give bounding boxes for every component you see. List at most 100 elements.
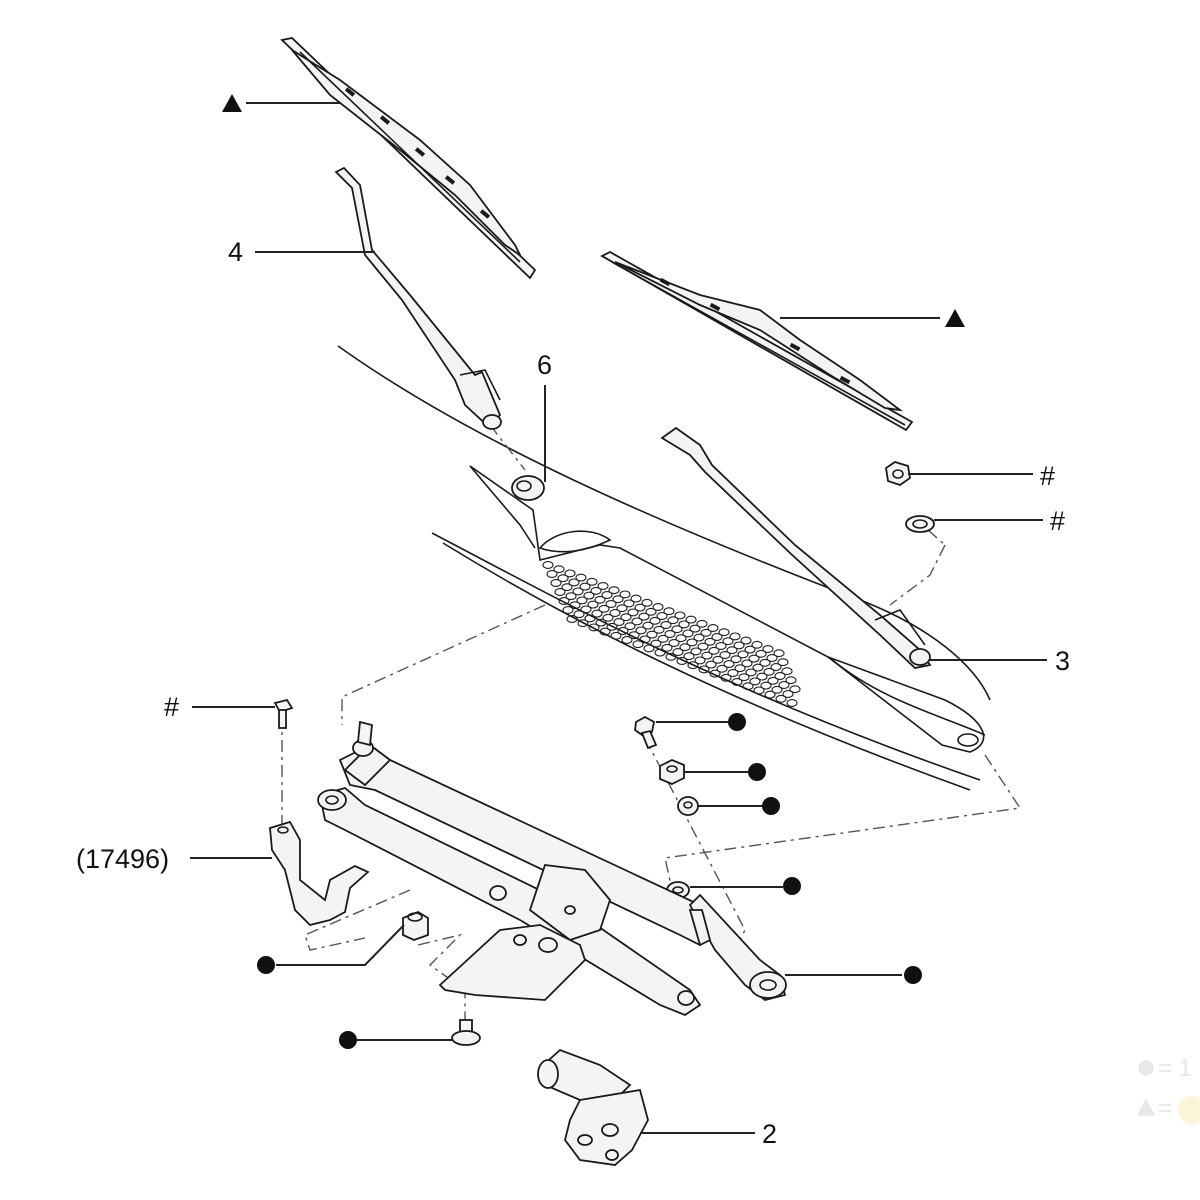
grille-vent — [708, 646, 720, 655]
grille-vent — [753, 686, 765, 695]
callout-bracket: (17496) — [76, 844, 169, 874]
grille-vent — [679, 643, 691, 652]
bolt-left — [273, 698, 294, 729]
pivot-cap — [511, 475, 545, 501]
grille-vent — [777, 658, 789, 667]
grille-vent — [771, 685, 783, 694]
grille-vent — [729, 632, 741, 641]
nut-top — [885, 461, 911, 486]
callout-nut-top: # — [1040, 461, 1055, 491]
bolt-mid — [634, 715, 658, 750]
grille-vent — [553, 565, 565, 574]
grille-vent — [755, 649, 767, 658]
grille-vent — [668, 639, 680, 647]
grille-vent — [661, 643, 673, 652]
grille-vent — [766, 654, 778, 662]
grille-vent — [595, 618, 607, 627]
cowl-grille — [542, 561, 801, 707]
grille-vent — [594, 595, 606, 604]
grille-vent — [682, 629, 694, 638]
grille-vent — [628, 631, 640, 640]
callout-bolt-left: # — [164, 692, 179, 722]
grille-vent — [774, 672, 786, 680]
dot-washer-mid — [748, 763, 766, 781]
grille-vent — [649, 616, 661, 625]
faint-legend: = 1 = 5 — [1137, 1055, 1200, 1124]
dot-grommet — [257, 956, 275, 974]
grille-vent — [707, 624, 719, 632]
callout-washer-top: # — [1050, 506, 1065, 536]
grille-vent — [676, 657, 688, 665]
grille-vent — [573, 610, 585, 619]
grille-vent — [562, 606, 574, 614]
grille-vent — [727, 669, 739, 677]
grille-vent — [720, 673, 732, 682]
grille-vent — [664, 630, 676, 638]
grille-vent — [657, 634, 669, 643]
grille-vent — [606, 622, 618, 631]
grille-vent — [698, 665, 710, 674]
grille-vent — [696, 619, 708, 628]
grille-vent — [550, 579, 562, 587]
grille-vent — [542, 561, 554, 569]
grille-vent — [613, 618, 625, 626]
washer-mid — [659, 759, 685, 785]
grille-vent — [719, 651, 731, 659]
grille-vent — [734, 664, 746, 673]
grille-vent — [690, 647, 702, 656]
grille-vent — [583, 591, 595, 600]
grille-vent — [674, 611, 686, 620]
grille-vent — [620, 613, 632, 622]
grille-vent — [599, 627, 611, 636]
grille-vent — [568, 578, 580, 587]
wiper-motor — [537, 1048, 649, 1166]
grille-vent — [609, 609, 621, 617]
grille-vent — [590, 586, 602, 595]
grille-vent — [742, 682, 754, 691]
grille-vent — [660, 621, 672, 629]
grille-vent — [697, 642, 709, 651]
grille-vent — [632, 640, 644, 649]
wiper-blade-left — [280, 37, 537, 280]
grille-vent — [630, 594, 642, 603]
grille-vent — [663, 607, 675, 616]
grille-vent — [709, 669, 721, 678]
grille-vent — [577, 619, 589, 628]
grille-vent — [643, 644, 655, 653]
grille-vent — [685, 615, 697, 624]
grille-vent — [689, 624, 701, 633]
grille-vent — [745, 668, 757, 677]
grille-vent — [775, 694, 787, 703]
grille-vent — [760, 681, 772, 690]
grille-vent — [731, 678, 743, 686]
grille-vent — [638, 612, 650, 621]
grille-vent — [579, 582, 591, 591]
dot-seal-mid — [783, 877, 801, 895]
grille-vent — [554, 588, 566, 596]
grille-vent — [675, 634, 687, 643]
grille-vent — [623, 599, 635, 608]
grille-vent — [642, 621, 654, 630]
callout-6: 6 — [537, 350, 552, 380]
wiper-linkage — [317, 720, 787, 1017]
grille-vent — [770, 663, 782, 671]
callout-4: 4 — [228, 237, 243, 267]
grille-vent — [650, 639, 662, 648]
grille-vent — [621, 636, 633, 644]
grille-vent — [749, 677, 761, 686]
grille-vent — [711, 633, 723, 641]
nut-mid — [677, 796, 699, 816]
grille-vent — [564, 569, 576, 578]
grille-vent — [785, 676, 797, 685]
grille-vent — [700, 628, 712, 637]
grille-vent — [786, 699, 798, 707]
grille-vent — [569, 601, 581, 610]
dot-linkage — [904, 966, 922, 984]
grille-vent — [701, 651, 713, 660]
grille-vent — [566, 615, 578, 623]
grille-vent — [598, 604, 610, 613]
grille-vent — [652, 603, 664, 611]
grille-vent — [741, 659, 753, 668]
grille-vent — [627, 608, 639, 617]
